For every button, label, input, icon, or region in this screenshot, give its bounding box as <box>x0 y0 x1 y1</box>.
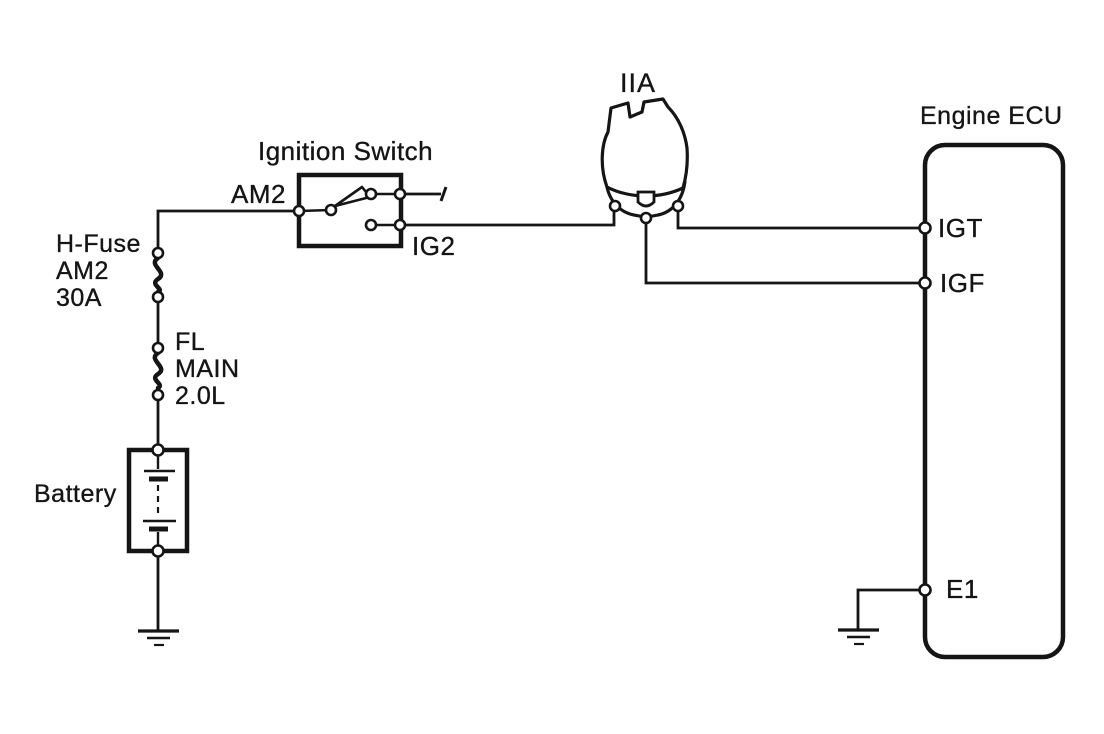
battery-symbol <box>126 443 190 558</box>
switch-upper-contact <box>364 187 378 201</box>
fusible-link-label-line2: MAIN <box>175 355 240 383</box>
ig2-terminal-label: IG2 <box>412 231 456 261</box>
fuse-squiggle <box>152 255 164 295</box>
distributor-center-terminal <box>639 211 653 225</box>
switch-lower-contact <box>364 218 378 232</box>
fusible-link-bottom-terminal <box>151 388 165 402</box>
distributor-cap-notch <box>636 190 656 208</box>
ignition-switch-label: Ignition Switch <box>258 136 434 166</box>
h-fuse-label-line3: 30A <box>56 284 102 312</box>
battery-ground-symbol <box>138 629 179 647</box>
distributor-left-terminal <box>608 199 622 213</box>
wire-distributor-to-igf <box>644 222 920 285</box>
iia-label: IIA <box>620 68 657 98</box>
fusible-link-squiggle <box>152 350 164 391</box>
battery-positive-terminal <box>151 443 165 457</box>
wires <box>156 186 920 631</box>
ignition-switch-symbol <box>292 172 407 249</box>
distributor-symbol <box>600 97 689 225</box>
battery-negative-terminal <box>151 544 165 558</box>
wire-battery-to-am2 <box>156 209 299 253</box>
switch-arm <box>333 185 372 208</box>
igt-terminal-label: IGT <box>938 213 983 243</box>
wire-e1-to-ground <box>856 588 920 629</box>
e1-terminal-label: E1 <box>946 574 979 604</box>
am2-terminal-label: AM2 <box>231 179 286 209</box>
distributor-cap <box>600 97 689 198</box>
switch-ig2-terminal <box>393 218 407 232</box>
switch-pivot-contact <box>324 203 338 217</box>
h-fuse-symbol <box>151 246 165 304</box>
wire-stub-end-tick <box>439 186 448 202</box>
ecu-e1-terminal <box>918 583 932 597</box>
switch-am2-terminal <box>292 204 306 218</box>
engine-ecu-label: Engine ECU <box>920 102 1063 130</box>
engine-ecu-box <box>922 142 1066 660</box>
h-fuse-label-line2: AM2 <box>56 257 109 285</box>
ecu-ground-symbol <box>838 628 879 646</box>
switch-upper-edge-terminal <box>393 187 407 201</box>
fusible-link-label: FL MAIN 2.0L <box>175 328 240 410</box>
fusible-link-top-terminal <box>151 341 165 355</box>
distributor-right-terminal <box>671 199 685 213</box>
ecu-igf-terminal <box>918 276 932 290</box>
wire-distributor-to-igt <box>676 210 920 230</box>
ecu-igt-terminal <box>918 221 932 235</box>
fusible-link-symbol <box>151 341 165 402</box>
fuse-bottom-terminal <box>151 290 165 304</box>
battery-label: Battery <box>34 480 117 508</box>
fuse-top-terminal <box>151 246 165 260</box>
fusible-link-label-line3: 2.0L <box>175 382 226 410</box>
h-fuse-label-line1: H-Fuse <box>56 230 141 258</box>
wire-ig2-to-distributor <box>405 211 616 227</box>
igf-terminal-label: IGF <box>940 268 985 298</box>
h-fuse-label: H-Fuse AM2 30A <box>56 230 141 312</box>
engine-ecu-symbol <box>918 142 1066 660</box>
fusible-link-label-line1: FL <box>175 328 206 356</box>
